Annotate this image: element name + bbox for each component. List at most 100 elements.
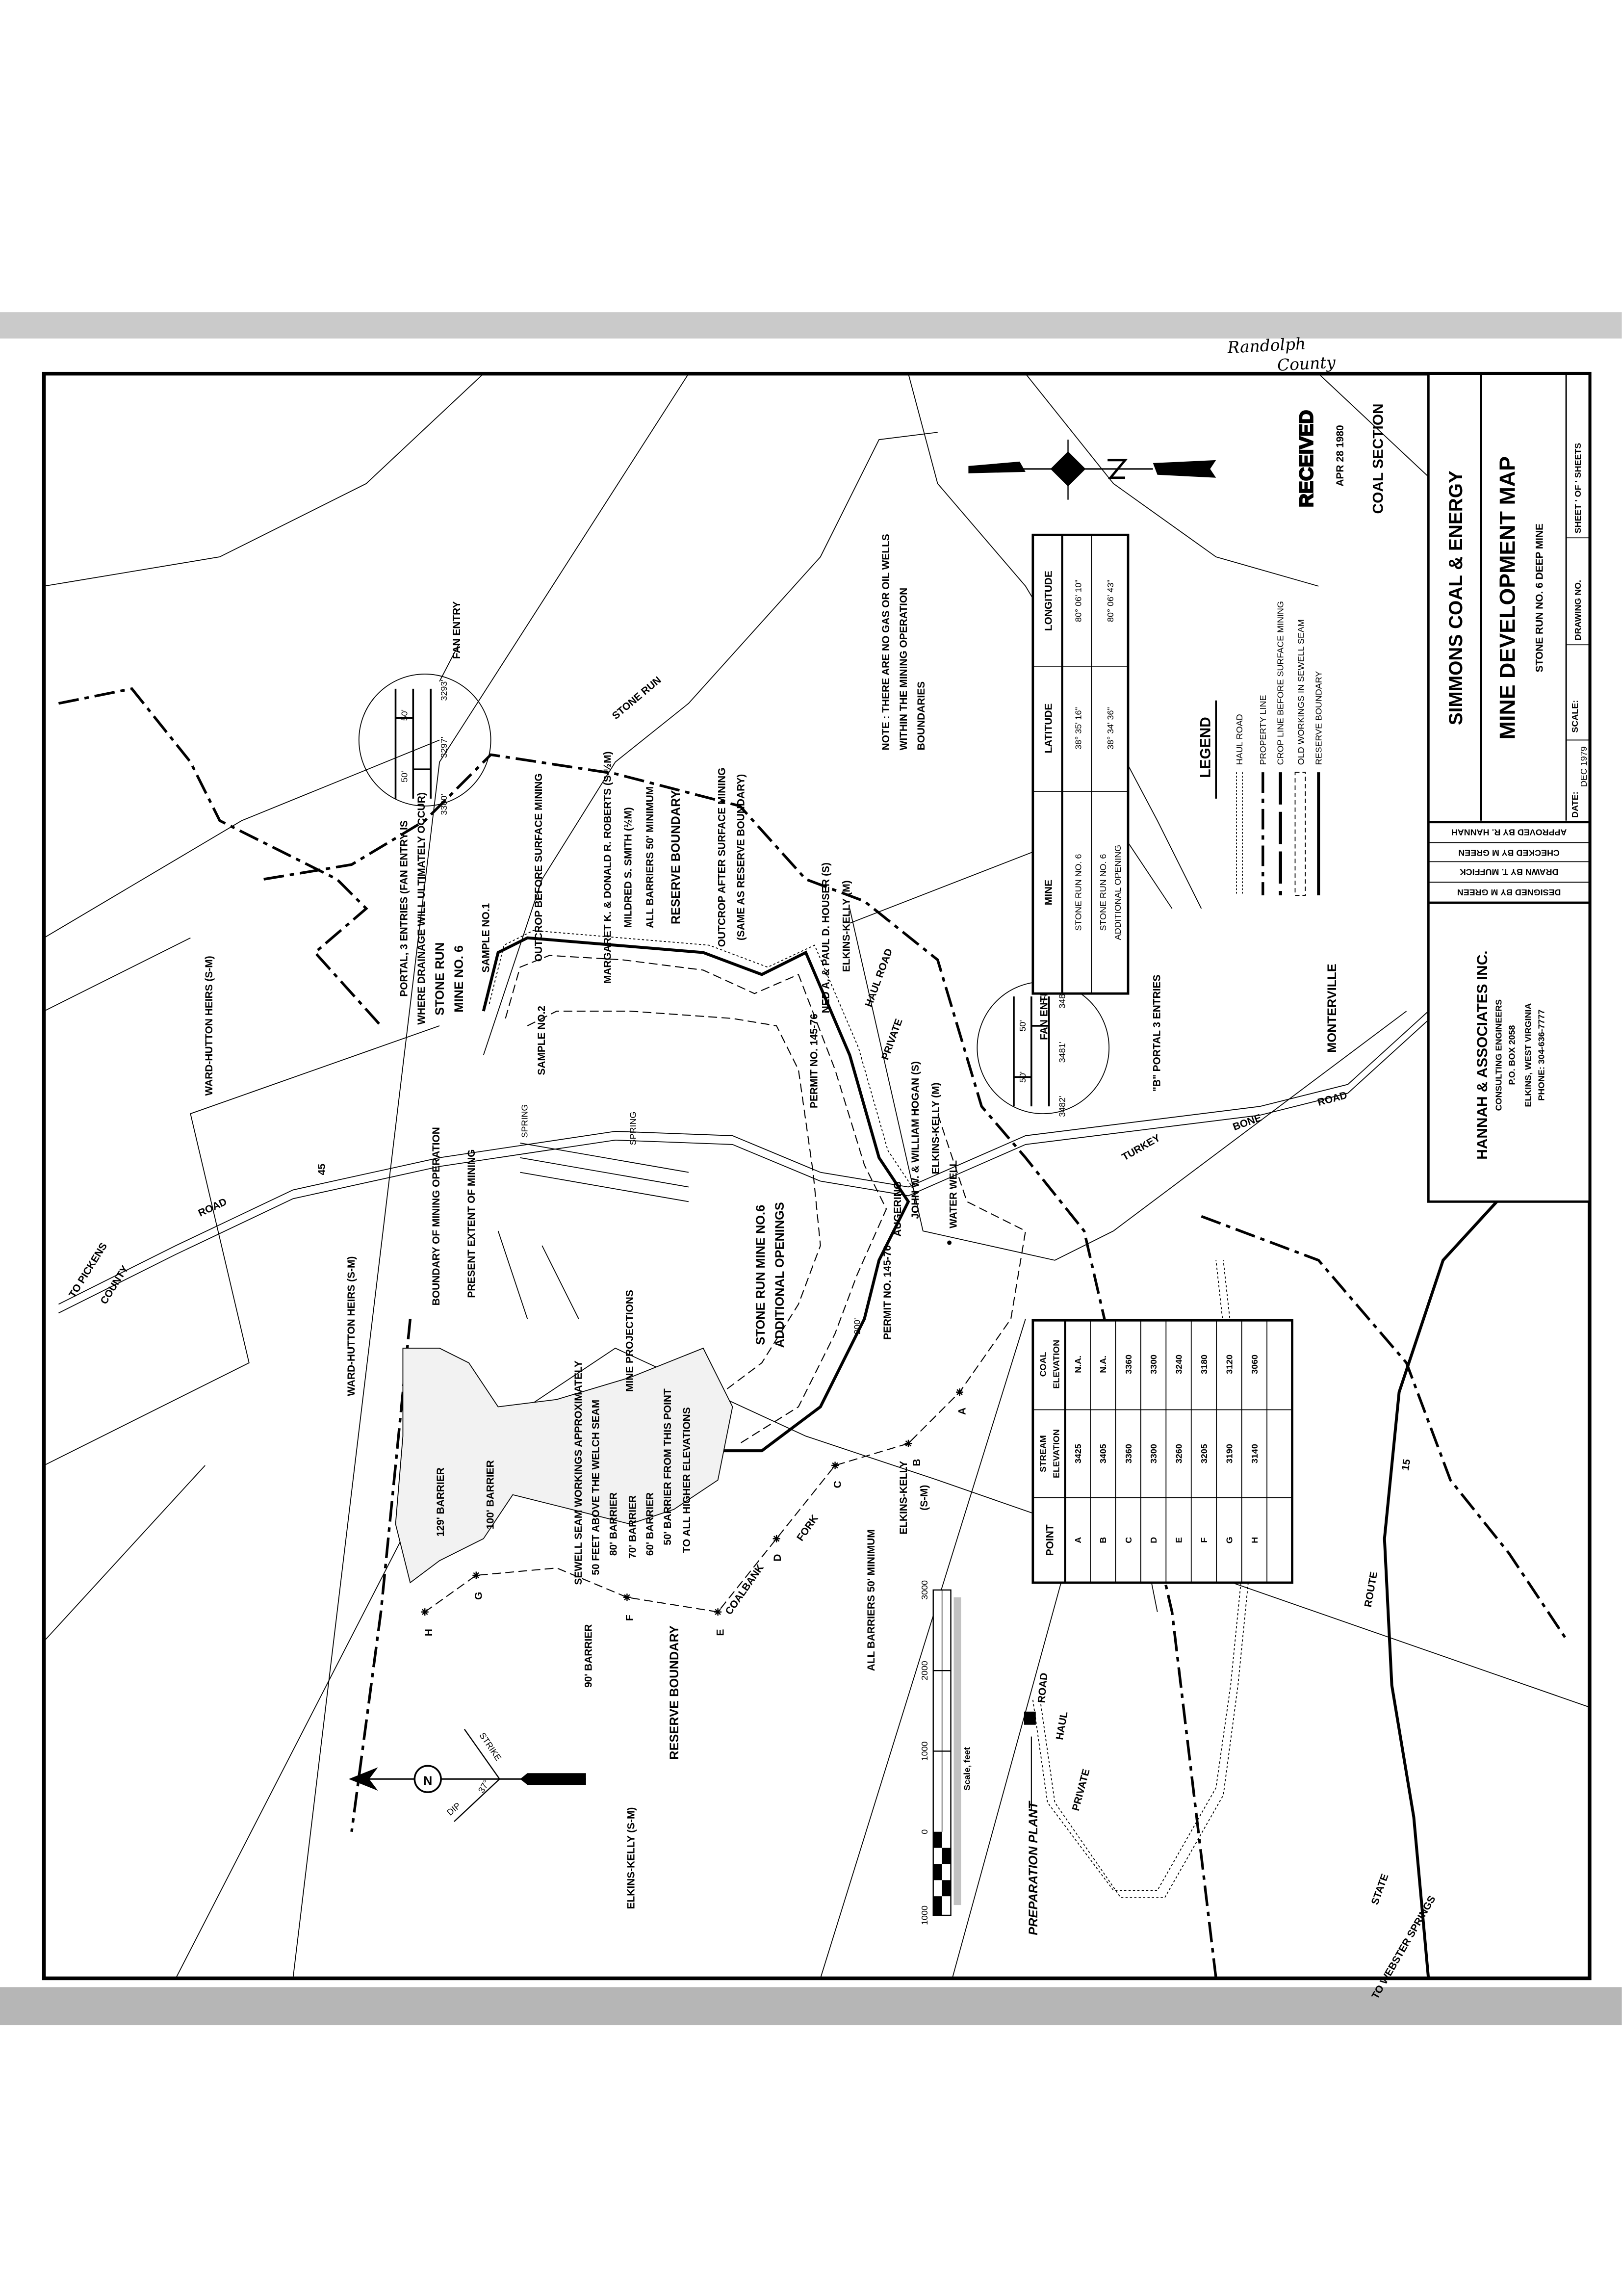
mine-projections [497, 1230, 579, 1319]
map-label: 80' BARRIER [608, 1492, 619, 1556]
map-label: MINE PROJECTIONS [624, 1290, 635, 1392]
map-label: SPRING [519, 1104, 529, 1138]
scale-tick-label: 3000 [920, 1580, 929, 1600]
map-label: PERMIT NO. 145-76 [882, 1245, 893, 1340]
map-label: TO WEBSTER SPRINGS [1369, 1894, 1438, 2001]
elevation-label: 3293' [439, 679, 449, 701]
map-label: HAUL [1054, 1711, 1070, 1741]
elevation-table: POINT STREAM ELEVATION COAL ELEVATION A3… [1031, 1319, 1293, 1584]
designed-by: DESIGNED BY M GREEN [1457, 887, 1561, 897]
map-label: ALL BARRIERS 50' MINIMUM [644, 786, 656, 928]
map-label: ELKINS-KELLY (M) [841, 880, 852, 972]
map-label: ELKINS-KELLY (S-M) [625, 1807, 637, 1909]
map-label: 60' BARRIER [644, 1492, 656, 1556]
legend: LEGEND HAUL ROAD PROPERTY LINE CROP LINE… [1197, 601, 1323, 896]
point-marker-label: A [956, 1408, 968, 1415]
map-label: COALBANK [723, 1563, 766, 1617]
map-label: 45 [316, 1164, 328, 1175]
point-star-icon [772, 1535, 780, 1542]
note-text: BOUNDARIES [916, 681, 927, 751]
map-label: TO ALL HIGHER ELEVATIONS [681, 1407, 693, 1553]
scale-tick-label: 0 [920, 1829, 929, 1834]
map-label: BOUNDARY OF MINING OPERATION [431, 1127, 442, 1305]
map-label: HAUL ROAD [863, 947, 895, 1008]
map-label: WARD-HUTTON HEIRS (S-M) [346, 1256, 357, 1396]
table-header: MINE [1043, 880, 1055, 905]
map-label: STONE RUN [610, 675, 664, 722]
map-frame [42, 371, 1592, 1981]
map-label: SEWELL SEAM WORKINGS APPROXIMATELY [573, 1360, 584, 1585]
scale-tick-label: 2000 [920, 1661, 929, 1680]
map-label: FORK [795, 1513, 821, 1543]
map-label: 50' BARRIER FROM THIS POINT [662, 1388, 673, 1545]
table-cell: 3260 [1174, 1444, 1184, 1463]
map-label: PERMIT NO. 145-76 [809, 1014, 820, 1108]
stamp-date: APR 28 1980 [1335, 425, 1346, 486]
note-text: WITHIN THE MINING OPERATION [898, 588, 909, 751]
point-marker-label: E [715, 1629, 726, 1636]
scan-noise-band [0, 1987, 1622, 2026]
table-header: LONGITUDE [1043, 571, 1055, 631]
table-cell: 80° 06' 43" [1106, 579, 1115, 622]
legend-item: OLD WORKINGS IN SEWELL SEAM [1296, 619, 1306, 765]
table-header: ELEVATION [1052, 1340, 1061, 1389]
map-label: ALL BARRIERS 50' MINIMUM [866, 1529, 877, 1671]
legend-symbol-haul-road [1236, 772, 1243, 896]
table-cell: 3300 [1149, 1444, 1159, 1463]
firm-name: HANNAH & ASSOCIATES INC. [1474, 950, 1491, 1159]
map-label: WATER WELL [948, 1160, 959, 1228]
map-label: OUTCROP BEFORE SURFACE MINING [533, 773, 544, 962]
map-label: PRIVATE [879, 1017, 905, 1061]
map-label: TURKEY [1120, 1132, 1162, 1163]
gas-oil-wells-note: NOTE : THERE ARE NO GAS OR OIL WELLS WIT… [880, 534, 927, 750]
map-label: FAN ENTRY [451, 601, 463, 659]
table-cell: 3180 [1199, 1355, 1209, 1374]
stamp-section: COAL SECTION [1370, 403, 1387, 514]
map-label: WARD-HUTTON HEIRS (S-M) [204, 956, 215, 1096]
map-label: 90' BARRIER [583, 1624, 594, 1688]
preparation-plant-icon [1024, 1711, 1036, 1725]
drawn-by: DRAWN BY T. MUFFICK [1460, 867, 1559, 877]
map-label: 129' BARRIER [435, 1467, 446, 1537]
drawing-no-label: DRAWING NO. [1573, 580, 1583, 640]
point-stars [421, 1388, 963, 1616]
map-label: ROUTE [1363, 1571, 1380, 1608]
firm-tagline: CONSULTING ENGINEERS [1494, 999, 1504, 1111]
table-header: POINT [1045, 1524, 1056, 1556]
map-label: 100' BARRIER [485, 1460, 496, 1529]
point-marker-label: G [473, 1592, 485, 1600]
table-cell: 3425 [1073, 1444, 1083, 1463]
state-route-15 [1383, 1142, 1591, 1979]
table-cell: G [1224, 1537, 1234, 1543]
map-label: PREPARATION PLANT [1027, 1800, 1040, 1935]
map-label: ROAD [1036, 1672, 1050, 1703]
sheet-label: SHEET ' OF ' SHEETS [1573, 443, 1583, 534]
map-label: MARGARET K. & DONALD R. ROBERTS (S-½M) [602, 752, 614, 984]
table-cell: 3190 [1224, 1444, 1234, 1463]
map-label: SPRING [628, 1112, 638, 1146]
scale-label: SCALE: [1570, 700, 1580, 733]
legend-item: HAUL ROAD [1235, 714, 1244, 765]
point-star-icon [956, 1388, 963, 1396]
elevation-label: 3482' [1057, 1096, 1067, 1117]
point-marker-label: F [624, 1615, 635, 1621]
table-cell: A [1073, 1537, 1083, 1543]
point-marker-label: D [772, 1554, 783, 1562]
table-cell: 3405 [1098, 1444, 1108, 1463]
private-haul-road [1032, 1260, 1246, 1891]
arrow-head-icon [348, 1767, 378, 1791]
turkey-bone-road [820, 1011, 1429, 1197]
map-title: MINE DEVELOPMENT MAP [1495, 456, 1520, 739]
table-cell: 38° 35' 16" [1073, 707, 1083, 750]
fan-width-label: 50' [1018, 1071, 1028, 1083]
map-label: 200' [852, 1318, 862, 1334]
date-label: DATE: [1570, 791, 1580, 817]
point-star-icon [904, 1439, 912, 1447]
point-marker-label: C [832, 1481, 844, 1488]
table-cell: H [1250, 1537, 1260, 1543]
table-cell: 3300 [1149, 1355, 1159, 1374]
dip-label: DIP [445, 1800, 463, 1818]
county-road-45 [58, 1131, 821, 1314]
table-cell: 80° 06' 10" [1073, 579, 1083, 622]
